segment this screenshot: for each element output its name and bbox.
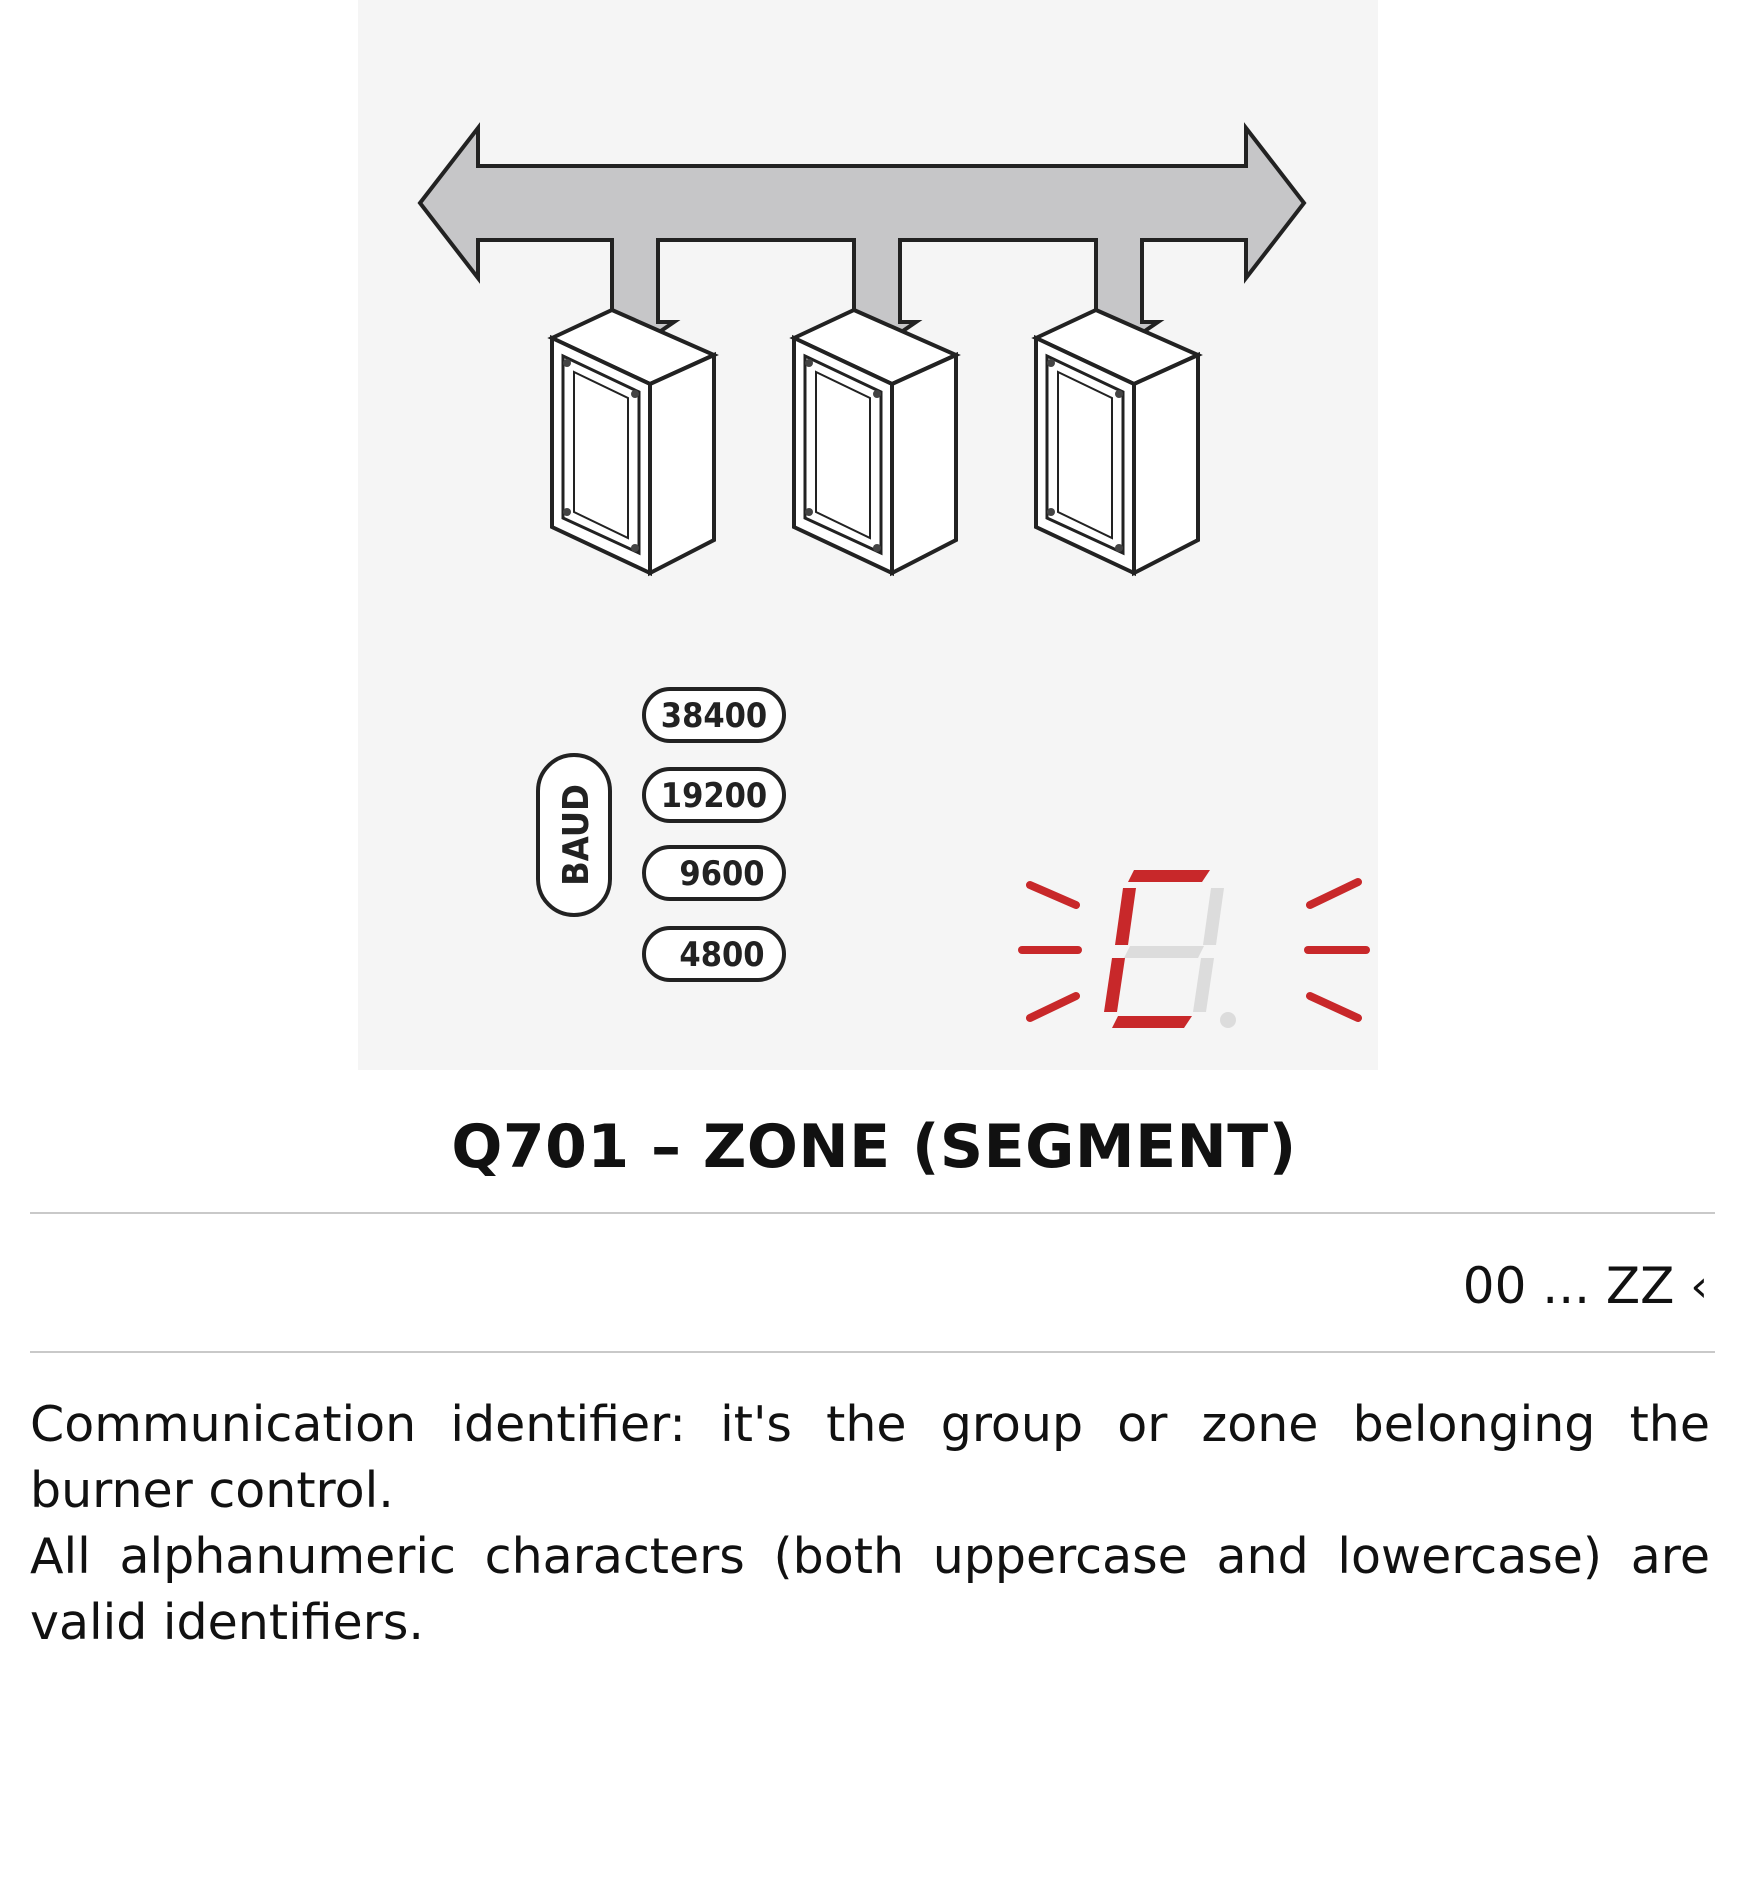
baud-label-badge: BAUD — [536, 753, 612, 917]
parameter-range-value: 00 ... ZZ — [1462, 1257, 1675, 1315]
baud-option-19200: 19200 — [642, 767, 786, 823]
baud-option-label: 9600 — [679, 854, 764, 894]
burner-control-device-icon — [547, 307, 719, 577]
burner-control-device-icon — [789, 307, 961, 577]
baud-option-38400: 38400 — [642, 687, 786, 743]
baud-label: BAUD — [556, 784, 597, 886]
description-paragraph: All alphanumeric characters (both upperc… — [30, 1528, 1710, 1651]
burner-control-device-icon — [1031, 307, 1203, 577]
divider — [30, 1212, 1715, 1214]
baud-option-4800: 4800 — [642, 926, 786, 982]
description-paragraph: Communication identifier: it's the group… — [30, 1396, 1710, 1519]
divider — [30, 1351, 1715, 1353]
parameter-range-row[interactable]: 00 ... ZZ ‹ — [1463, 1257, 1708, 1315]
baud-option-label: 4800 — [679, 935, 764, 975]
baud-option-label: 38400 — [661, 696, 767, 736]
parameter-title: Q701 – ZONE (SEGMENT) — [451, 1112, 1297, 1182]
parameter-description: Communication identifier: it's the group… — [30, 1392, 1710, 1656]
chevron-left-icon[interactable]: ‹ — [1690, 1260, 1708, 1312]
network-illustration: BAUD 38400 19200 9600 4800 — [358, 0, 1378, 1070]
seven-segment-display-icon — [1018, 870, 1370, 1028]
baud-option-9600: 9600 — [642, 845, 786, 901]
baud-option-label: 19200 — [661, 776, 767, 816]
